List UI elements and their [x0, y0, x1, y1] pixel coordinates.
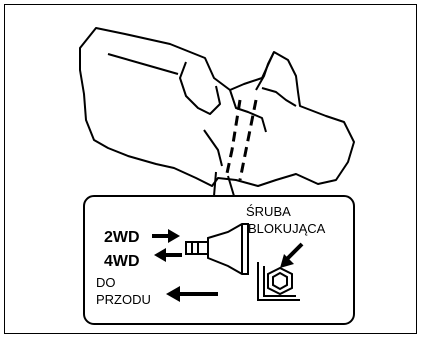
transfer-case-housing — [80, 28, 354, 186]
label-przodu: PRZODU — [96, 292, 151, 307]
label-4wd: 4WD — [104, 253, 140, 270]
label-blokujaca: BLOKUJĄCA — [248, 221, 326, 236]
label-do: DO — [96, 275, 116, 290]
label-2wd: 2WD — [104, 229, 140, 246]
shaft-bracket — [214, 172, 234, 196]
shaft-centerline — [226, 100, 256, 180]
label-sruba: ŚRUBA — [246, 204, 291, 219]
